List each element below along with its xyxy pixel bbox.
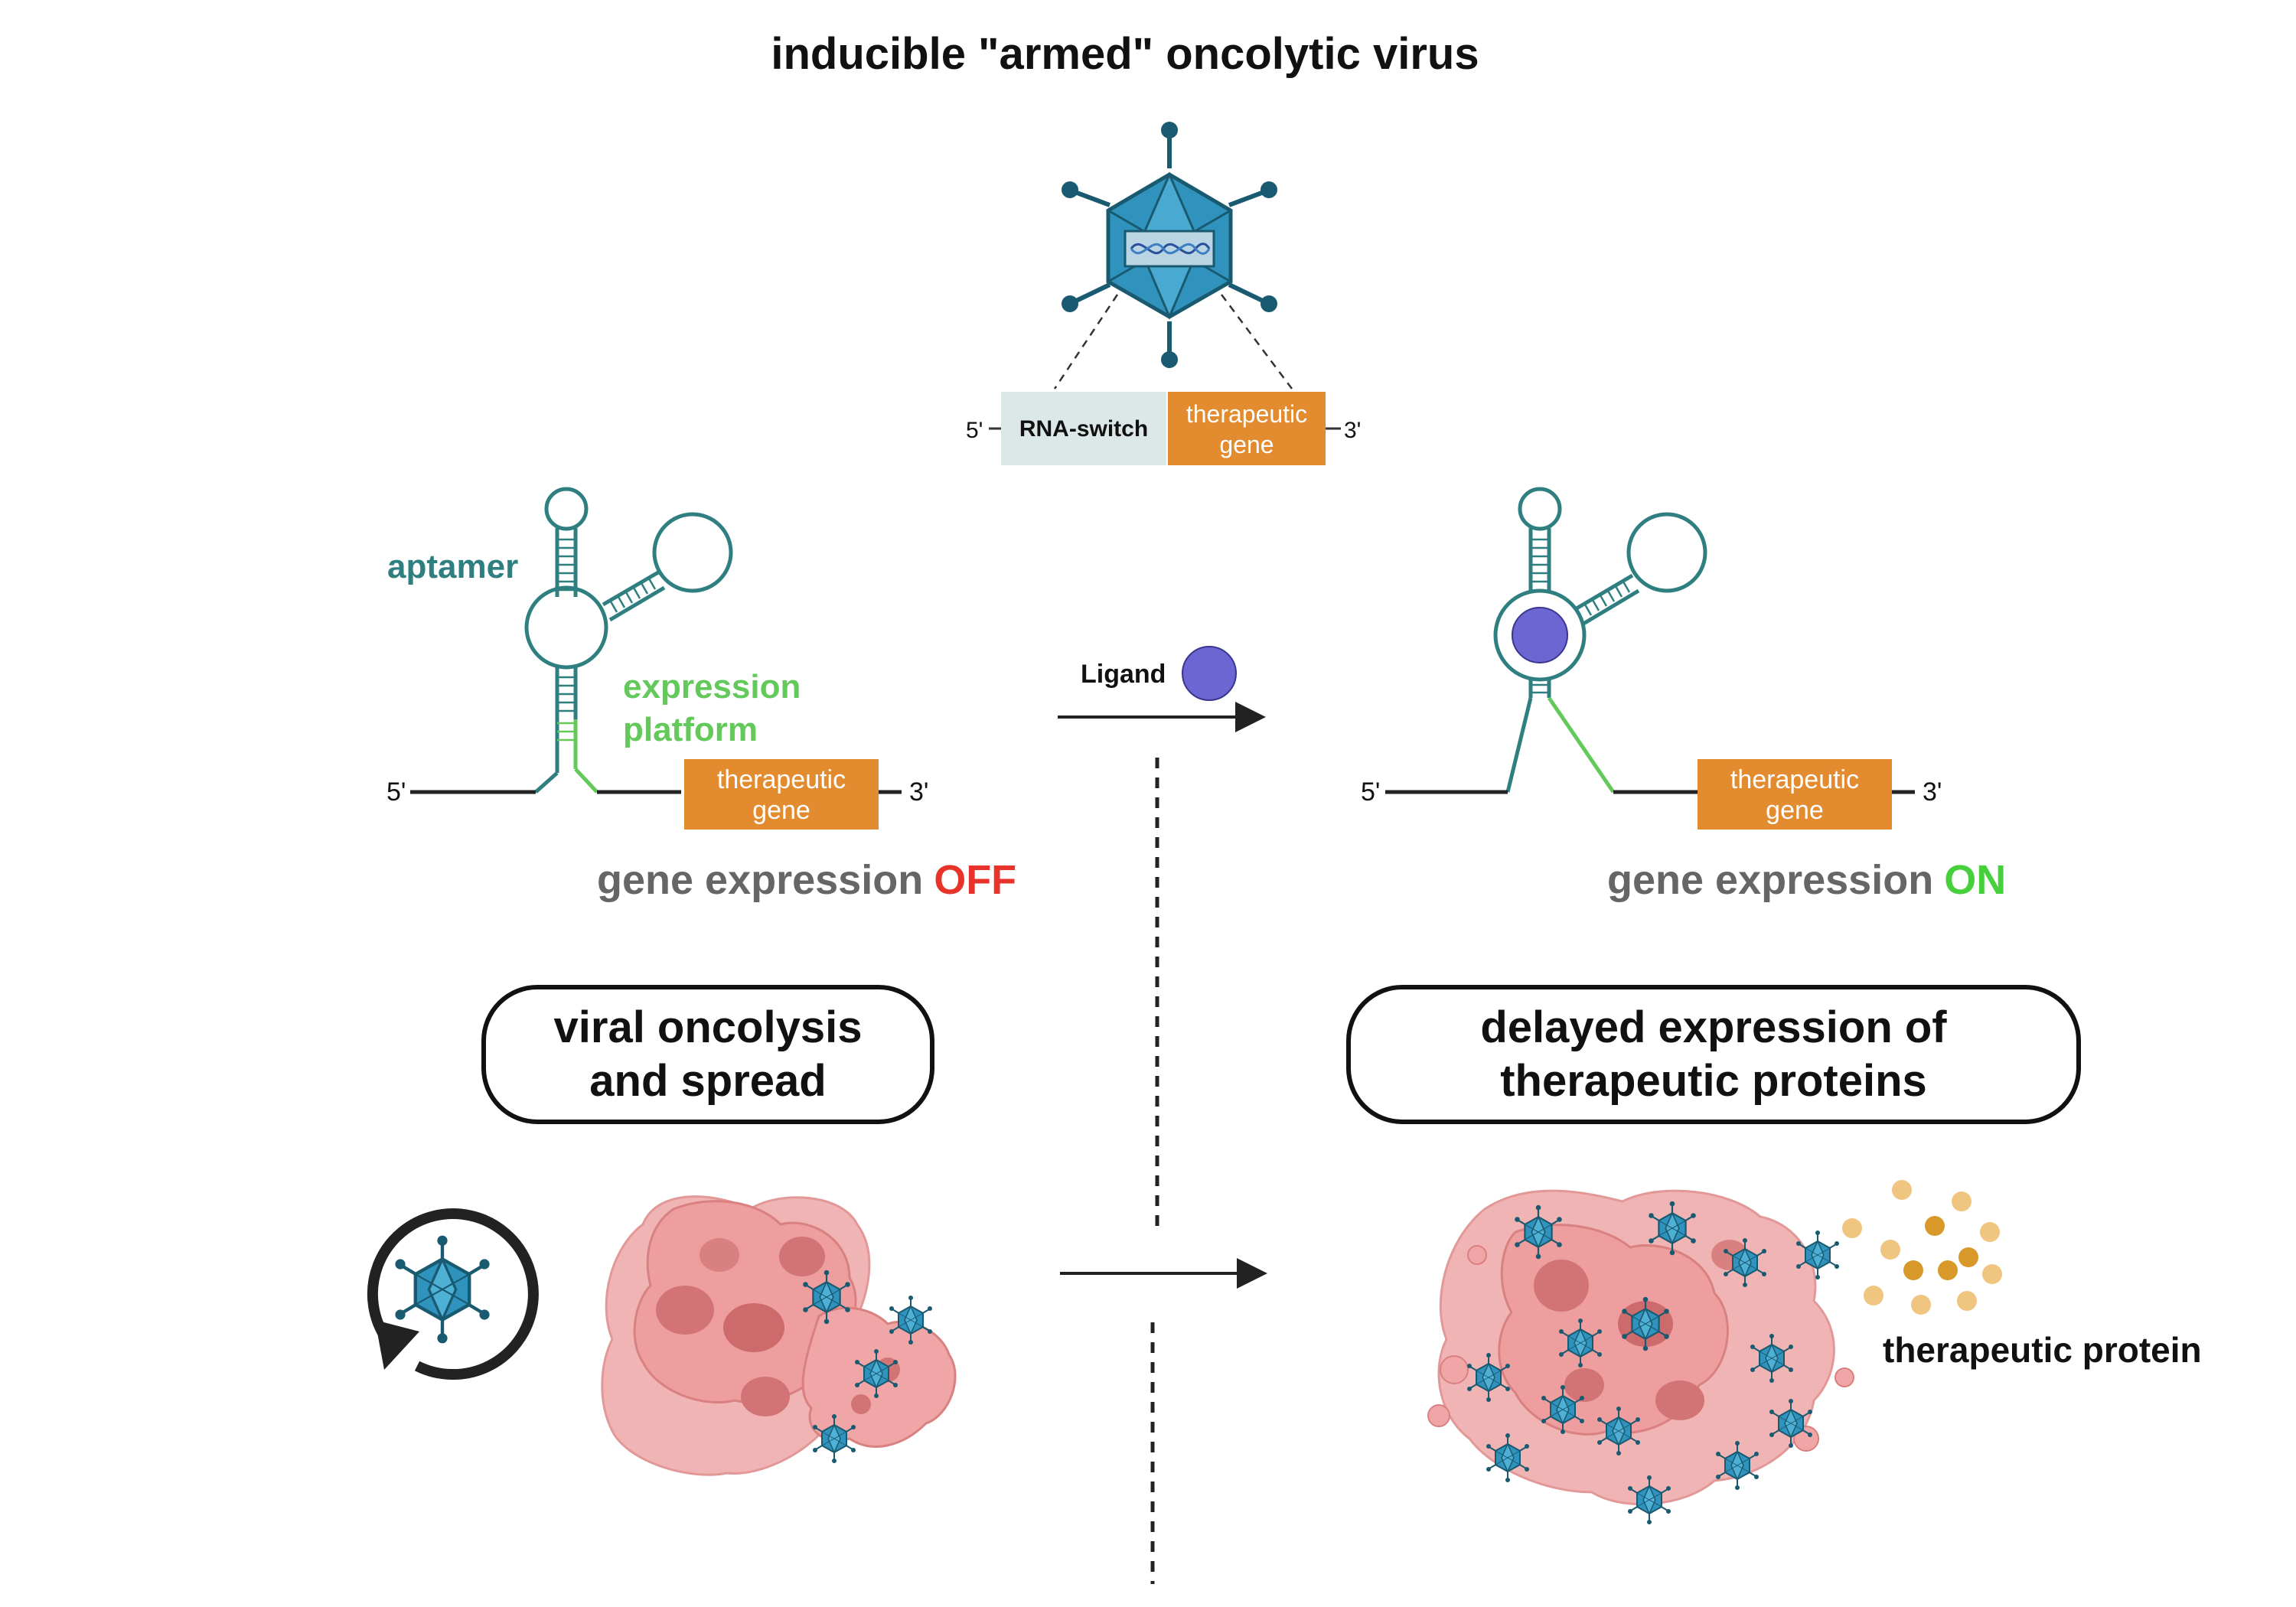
status-off-word: OFF bbox=[934, 857, 1016, 903]
right-gene-line2: gene bbox=[1766, 796, 1824, 825]
ligand-icon bbox=[1182, 646, 1237, 701]
platform-label-line2: platform bbox=[623, 711, 758, 748]
construct-five-prime: 5' bbox=[966, 418, 983, 443]
rna-switch-segment bbox=[1001, 392, 1166, 465]
therapeutic-protein-dots bbox=[1842, 1180, 2002, 1315]
left-gene-line2: gene bbox=[752, 796, 810, 825]
aptamer-label: aptamer bbox=[387, 548, 518, 585]
rna-switch-label: RNA-switch bbox=[1019, 416, 1148, 442]
status-on-prefix: gene expression bbox=[1607, 857, 1933, 903]
ligand-label: Ligand bbox=[1081, 660, 1166, 689]
oncolysis-line1: viral oncolysis bbox=[554, 1002, 863, 1052]
page-title: inducible "armed" oncolytic virus bbox=[771, 29, 1479, 79]
left-three-prime: 3' bbox=[909, 777, 928, 807]
construct-diagram: 5' RNA-switch therapeutic gene 3' bbox=[966, 392, 1361, 465]
left-gene-box bbox=[684, 759, 879, 830]
left-five-prime: 5' bbox=[386, 777, 406, 807]
aptamer-stem-rungs bbox=[557, 538, 657, 712]
tumor-cells-right bbox=[1427, 1189, 1854, 1525]
status-on-word: ON bbox=[1944, 857, 2006, 903]
oncolysis-box bbox=[481, 985, 934, 1124]
oncolysis-line2: and spread bbox=[589, 1056, 826, 1106]
oncolytic-virus-icon bbox=[1062, 122, 1277, 368]
tumor-cells-left bbox=[601, 1195, 957, 1476]
right-five-prime: 5' bbox=[1361, 777, 1380, 807]
construct-gene-segment bbox=[1168, 392, 1326, 465]
bound-ligand-icon bbox=[1512, 607, 1568, 663]
construct-three-prime: 3' bbox=[1344, 418, 1361, 443]
delayed-expression-box bbox=[1346, 985, 2081, 1124]
right-three-prime: 3' bbox=[1923, 777, 1942, 807]
expression-platform-on bbox=[1547, 696, 1616, 794]
construct-gene-line1: therapeutic bbox=[1186, 400, 1307, 428]
replication-cycle-icon bbox=[367, 1208, 539, 1380]
aptamer-on-rungs bbox=[1531, 538, 1631, 694]
delayed-line2: therapeutic proteins bbox=[1500, 1056, 1927, 1106]
platform-rungs bbox=[557, 722, 576, 742]
delayed-line1: delayed expression of bbox=[1480, 1002, 1947, 1052]
construct-gene-line2: gene bbox=[1219, 431, 1274, 458]
dna-icon bbox=[1130, 243, 1211, 255]
left-gene-line1: therapeutic bbox=[717, 765, 846, 794]
protein-label: therapeutic protein bbox=[1883, 1330, 2202, 1370]
riboswitch-on-structure bbox=[1493, 487, 1707, 793]
status-off-prefix: gene expression bbox=[597, 857, 923, 903]
platform-label-line1: expression bbox=[623, 668, 801, 706]
right-gene-box bbox=[1698, 759, 1892, 830]
expression-platform-off bbox=[573, 719, 598, 794]
right-gene-line1: therapeutic bbox=[1730, 765, 1859, 794]
